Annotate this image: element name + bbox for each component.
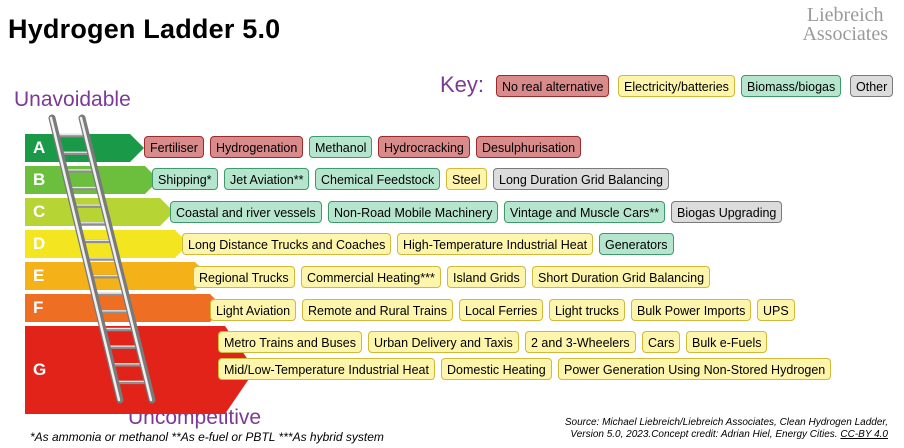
- application-chip: Coastal and river vessels: [170, 201, 322, 223]
- grade-letter-a: A: [33, 138, 46, 157]
- key-chip-red: No real alternative: [496, 75, 610, 97]
- page-title: Hydrogen Ladder 5.0: [8, 14, 281, 44]
- key-chip-grey: Other: [850, 75, 894, 97]
- brand-line-2: Associates: [802, 23, 888, 45]
- license-link[interactable]: CC-BY 4.0: [840, 429, 888, 440]
- application-chip: Long Duration Grid Balancing: [493, 168, 669, 190]
- application-chip: Steel: [446, 168, 487, 190]
- application-chip: Domestic Heating: [441, 358, 552, 380]
- application-chip: Hydrogenation: [210, 136, 304, 158]
- application-chip: Cars: [642, 331, 681, 353]
- application-chip: Long Distance Trucks and Coaches: [182, 233, 392, 255]
- application-chip: Metro Trains and Buses: [218, 331, 363, 353]
- application-chip: Light trucks: [549, 299, 625, 321]
- application-chip: Power Generation Using Non-Stored Hydrog…: [558, 358, 832, 380]
- application-chip: UPS: [757, 299, 795, 321]
- application-chip: Regional Trucks: [193, 266, 295, 288]
- grade-letter-d: D: [33, 234, 46, 253]
- application-chip: Jet Aviation**: [224, 168, 310, 190]
- application-chip: Non-Road Mobile Machinery: [328, 201, 499, 223]
- key-chip-green: Biomass/biogas: [741, 75, 842, 97]
- grade-arrow-b: [25, 166, 159, 194]
- application-chip: 2 and 3-Wheelers: [525, 331, 636, 353]
- brand-line-1: Liebreich: [806, 4, 884, 26]
- application-chip: Short Duration Grid Balancing: [532, 266, 711, 288]
- application-chip: Chemical Feedstock: [315, 168, 441, 190]
- source-credit: Source: Michael Liebreich/Liebreich Asso…: [565, 417, 888, 441]
- source-line-1: Source: Michael Liebreich/Liebreich Asso…: [564, 417, 888, 428]
- grade-letter-c: C: [33, 202, 46, 221]
- application-chip: High-Temperature Industrial Heat: [397, 233, 594, 255]
- brand-logo: Liebreich Associates: [802, 4, 888, 45]
- key-chip-yellow: Electricity/batteries: [618, 75, 735, 97]
- top-label: Unavoidable: [14, 88, 131, 111]
- grade-letter-b: B: [33, 170, 46, 189]
- application-chip: Commercial Heating***: [301, 266, 441, 288]
- application-chip: Bulk e-Fuels: [686, 331, 768, 353]
- application-chip: Biogas Upgrading: [671, 201, 783, 223]
- grade-letter-e: E: [33, 266, 45, 285]
- application-chip: Hydrocracking: [378, 136, 470, 158]
- application-chip: Bulk Power Imports: [631, 299, 752, 321]
- application-chip: Local Ferries: [459, 299, 544, 321]
- application-chip: Vintage and Muscle Cars**: [504, 201, 666, 223]
- application-chip: Island Grids: [447, 266, 526, 288]
- application-chip: Generators: [599, 233, 674, 255]
- grade-letter-f: F: [33, 298, 44, 317]
- grade-letter-g: G: [33, 360, 47, 379]
- grade-arrow-g: [25, 326, 255, 414]
- grade-arrow-d: [25, 230, 189, 258]
- application-chip: Urban Delivery and Taxis: [368, 331, 519, 353]
- source-line-2: Version 5.0, 2023.Concept credit: Adrian…: [570, 429, 838, 440]
- ladder-rail-highlight: [49, 116, 121, 402]
- key-label: Key:: [440, 72, 485, 97]
- application-chip: Desulphurisation: [476, 136, 582, 158]
- grade-arrow-c: [25, 198, 174, 226]
- application-chip: Methanol: [309, 136, 373, 158]
- footnote: *As ammonia or methanol **As e-fuel or P…: [30, 430, 384, 444]
- application-chip: Remote and Rural Trains: [302, 299, 453, 321]
- application-chip: Shipping*: [152, 168, 218, 190]
- ladder-rail-highlight: [79, 116, 153, 402]
- application-chip: Mid/Low-Temperature Industrial Heat: [218, 358, 435, 380]
- application-chip: Fertiliser: [144, 136, 204, 158]
- application-chip: Light Aviation: [210, 299, 297, 321]
- grade-arrow-f: [25, 294, 224, 322]
